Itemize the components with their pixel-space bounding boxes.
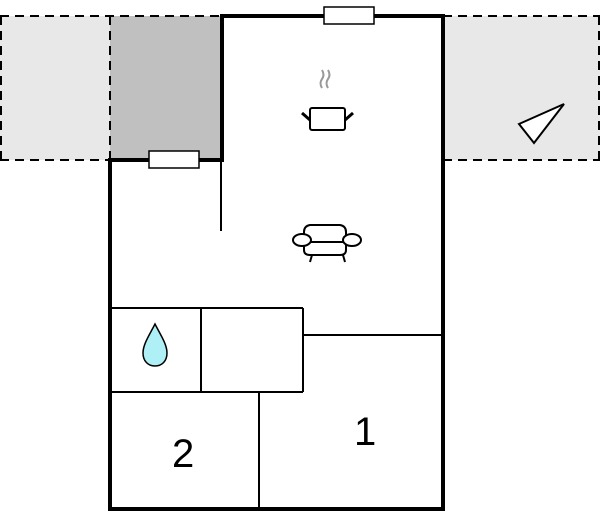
- terrace-left-covered: [110, 16, 222, 160]
- room-label-1: 1: [354, 410, 377, 454]
- terrace-left-light: [0, 16, 110, 160]
- terrace-right: [443, 16, 600, 160]
- window-terrace: [148, 150, 200, 169]
- room-label-2: 2: [172, 432, 195, 476]
- water-drop-icon: [142, 322, 168, 367]
- interior-walls: [110, 160, 443, 509]
- cooking-pot-icon: [301, 69, 354, 131]
- window-top: [323, 6, 375, 25]
- sofa-icon: [292, 224, 362, 263]
- terrace-outline: [0, 15, 600, 161]
- sun-lounger-icon: [517, 103, 565, 145]
